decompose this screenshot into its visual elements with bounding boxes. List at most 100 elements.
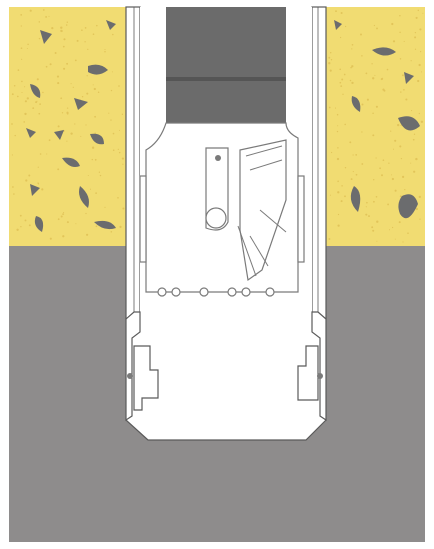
soil-layer-left (9, 7, 126, 246)
soil-speck (404, 189, 405, 190)
soil-speck (82, 96, 83, 97)
soil-speck (381, 174, 383, 176)
soil-speck (335, 10, 337, 12)
soil-speck (67, 107, 68, 108)
soil-speck (41, 188, 43, 190)
soil-speck (410, 163, 411, 164)
soil-speck (373, 179, 374, 180)
soil-speck (360, 34, 362, 36)
soil-speck (374, 75, 375, 76)
soil-speck (356, 174, 358, 176)
soil-speck (341, 185, 342, 186)
soil-speck (60, 30, 62, 32)
soil-speck (342, 94, 343, 95)
soil-speck (395, 239, 396, 240)
soil-speck (39, 38, 40, 39)
soil-speck (87, 75, 88, 76)
soil-speck (94, 88, 96, 90)
soil-speck (21, 25, 22, 26)
soil-speck (331, 152, 332, 153)
soil-speck (373, 201, 375, 203)
soil-speck (365, 72, 367, 74)
soil-speck (27, 44, 28, 45)
soil-speck (351, 48, 352, 49)
soil-speck (58, 125, 60, 127)
soil-speck (12, 93, 14, 95)
drill-rod (166, 7, 286, 123)
soil-speck (399, 32, 400, 33)
soil-speck (21, 92, 22, 93)
soil-speck (30, 10, 32, 12)
soil-speck (420, 51, 421, 52)
soil-speck (63, 38, 65, 40)
soil-speck (399, 145, 401, 147)
soil-speck (67, 221, 69, 223)
soil-speck (24, 86, 25, 87)
soil-speck (391, 174, 392, 175)
soil-speck (392, 227, 393, 228)
soil-speck (117, 197, 119, 199)
soil-speck (330, 52, 331, 53)
soil-speck (376, 106, 378, 108)
soil-speck (57, 76, 59, 78)
soil-speck (57, 82, 59, 84)
soil-speck (376, 157, 377, 158)
soil-speck (93, 33, 95, 35)
soil-speck (419, 218, 420, 219)
soil-speck (352, 44, 354, 46)
soil-speck (13, 193, 15, 195)
soil-speck (86, 234, 88, 236)
soil-speck (85, 124, 86, 125)
soil-speck (66, 63, 68, 65)
soil-speck (15, 135, 16, 136)
soil-speck (104, 51, 105, 52)
soil-speck (389, 229, 390, 230)
soil-speck (368, 215, 370, 217)
soil-speck (63, 212, 64, 213)
soil-speck (93, 84, 94, 85)
soil-speck (341, 200, 343, 202)
soil-speck (362, 104, 364, 106)
soil-speck (414, 134, 415, 135)
soil-speck (366, 206, 367, 207)
soil-speck (337, 191, 339, 193)
soil-speck (29, 224, 31, 226)
soil-speck (39, 21, 41, 23)
drill-rod-upper (166, 7, 286, 77)
soil-speck (23, 121, 25, 123)
soil-speck (376, 241, 377, 242)
soil-speck (345, 167, 346, 168)
soil-speck (404, 41, 405, 42)
soil-speck (75, 223, 76, 224)
soil-speck (24, 113, 26, 115)
soil-speck (365, 214, 367, 216)
soil-speck (62, 112, 63, 113)
soil-speck (400, 91, 401, 92)
soil-speck (416, 208, 418, 210)
soil-speck (122, 207, 124, 209)
soil-speck (75, 59, 77, 61)
soil-speck (355, 154, 357, 156)
soil-speck (337, 125, 338, 126)
soil-speck (418, 64, 420, 66)
soil-speck (344, 124, 346, 126)
soil-speck (415, 158, 417, 160)
soil-speck (73, 87, 74, 88)
soil-speck (36, 101, 37, 102)
soil-speck (353, 154, 354, 155)
soil-speck (399, 15, 400, 16)
soil-speck (345, 26, 346, 27)
soil-speck (37, 78, 39, 80)
soil-speck (361, 163, 363, 165)
soil-speck (339, 68, 341, 70)
soil-speck (372, 134, 374, 136)
soil-speck (413, 171, 415, 173)
soil-speck (96, 225, 98, 227)
soil-speck (392, 178, 394, 180)
soil-speck (85, 27, 87, 29)
soil-speck (337, 114, 339, 116)
soil-speck (351, 82, 353, 84)
soil-speck (42, 92, 43, 93)
soil-speck (397, 124, 399, 126)
soil-speck (92, 147, 94, 149)
